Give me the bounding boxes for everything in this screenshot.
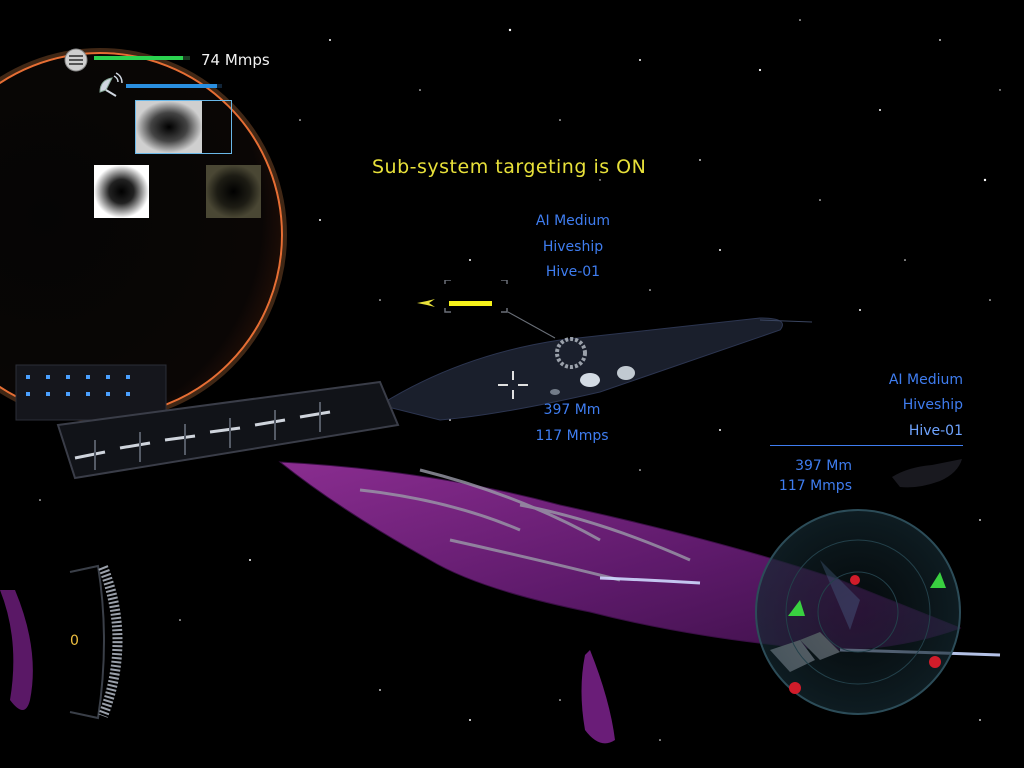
target-health-track	[449, 301, 500, 306]
distant-cruiser	[378, 317, 813, 421]
side-target-class: Hiveship	[902, 397, 963, 413]
side-target-name: Hive-01	[908, 423, 963, 439]
radar-scope	[755, 509, 961, 715]
target-lock-ring[interactable]	[552, 334, 590, 372]
weapon-ammo-count: 0	[70, 633, 79, 649]
side-target-distance: 397 Mm	[795, 458, 852, 474]
subsystem-slot-top[interactable]	[135, 100, 232, 154]
subsystem-thumbnail-top[interactable]	[136, 101, 202, 153]
starfield	[39, 19, 1001, 741]
target-distance: 397 Mm	[543, 402, 601, 418]
subsystem-targeting-banner: Sub-system targeting is ON	[372, 156, 647, 178]
hull-bar-fill	[94, 56, 184, 60]
side-panel-divider	[770, 445, 963, 446]
side-target-difficulty: AI Medium	[888, 372, 963, 388]
side-target-speed: 117 Mmps	[778, 478, 852, 494]
side-target-ship-icon	[892, 459, 962, 488]
target-health-fill	[449, 301, 493, 306]
crosshair-icon	[498, 371, 528, 399]
hull-bar-track	[94, 56, 190, 60]
power-core-icon	[64, 48, 88, 72]
sensor-dish-icon	[99, 72, 123, 97]
target-name: Hive-01	[545, 264, 601, 280]
target-leader-line	[507, 311, 556, 339]
space-station	[15, 364, 400, 480]
subsystem-thumbnail-right[interactable]	[206, 165, 261, 218]
starship-silhouette-icon	[417, 299, 435, 307]
target-speed: 117 Mmps	[535, 428, 609, 444]
subsystem-thumbnail-left[interactable]	[94, 165, 149, 218]
sensor-bar-track	[126, 84, 222, 88]
target-difficulty: AI Medium	[535, 213, 611, 229]
throttle-gauge	[69, 564, 123, 720]
target-class: Hiveship	[542, 239, 604, 255]
ship-speed-label: 74 Mmps	[201, 51, 270, 69]
sensor-bar-fill	[126, 84, 218, 88]
